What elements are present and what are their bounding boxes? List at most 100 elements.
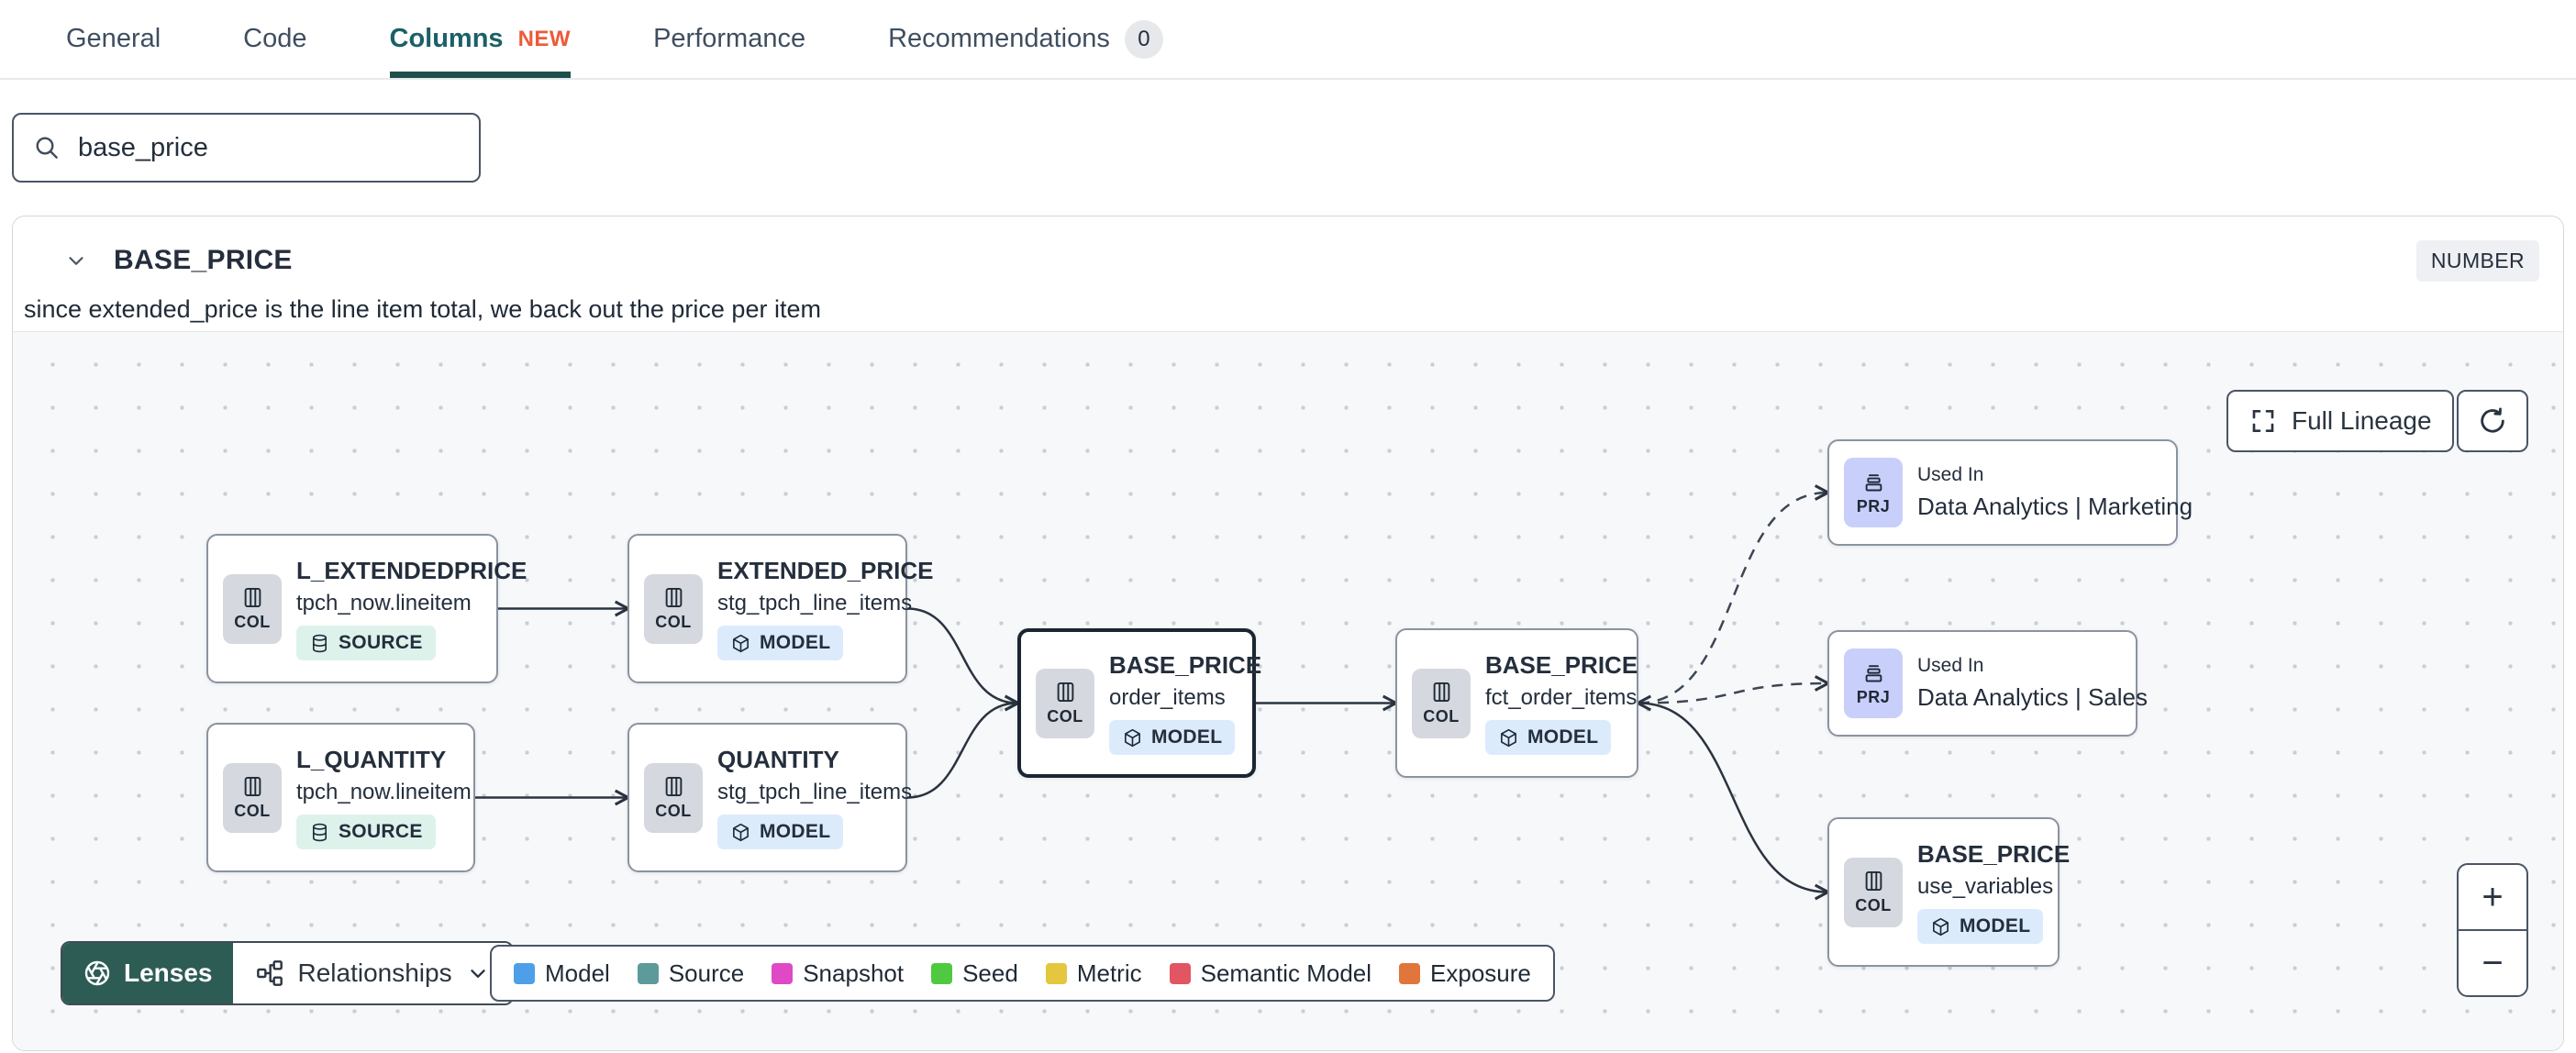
node-badge-model: MODEL	[717, 626, 844, 660]
node-subtitle: stg_tpch_line_items	[717, 780, 913, 804]
column-name: BASE_PRICE	[114, 245, 293, 275]
node-title: L_QUANTITY	[296, 746, 447, 773]
icon-tile-label: COL	[234, 802, 271, 820]
column-detail-panel: BASE_PRICE NUMBER since extended_price i…	[12, 216, 2564, 1051]
legend-label: Metric	[1076, 959, 1142, 987]
icon-tile-label: COL	[1423, 707, 1460, 726]
node-badge-model: MODEL	[1917, 909, 2044, 944]
lenses-button[interactable]: Lenses	[62, 943, 233, 1003]
node-title: Data Analytics | Marketing	[1917, 493, 2193, 520]
column-description: since extended_price is the line item to…	[24, 295, 821, 323]
legend-label: Snapshot	[803, 959, 905, 987]
node-title: L_EXTENDEDPRICE	[296, 557, 527, 584]
expand-icon	[2252, 410, 2274, 432]
legend-label: Source	[668, 959, 745, 987]
tab-performance[interactable]: Performance	[653, 0, 805, 78]
legend-label: Semantic Model	[1200, 959, 1372, 987]
refresh-icon	[2481, 407, 2504, 433]
model-cube-icon	[1933, 917, 1949, 936]
project-icon	[1865, 664, 1882, 682]
node-badge-label: MODEL	[760, 632, 831, 653]
node-subtitle: tpch_now.lineitem	[296, 591, 472, 615]
tab-general[interactable]: General	[66, 0, 161, 78]
node-subtitle: fct_order_items	[1485, 685, 1638, 710]
columns-icon	[244, 776, 261, 797]
relationships-label: Relationships	[297, 959, 452, 987]
node-title: BASE_PRICE	[1485, 651, 1638, 679]
new-badge: NEW	[517, 26, 572, 51]
tab-bar: General Code Columns NEW Performance Recommen…	[0, 0, 2576, 80]
node-badge-source: SOURCE	[296, 626, 436, 660]
node-title: EXTENDED_PRICE	[717, 557, 934, 584]
legend-swatch	[514, 962, 535, 984]
tab-code[interactable]: Code	[243, 0, 306, 78]
search-input[interactable]	[76, 131, 461, 164]
legend-label: Exposure	[1430, 959, 1531, 987]
lineage-edges	[475, 332, 2564, 1051]
tab-columns[interactable]: Columns NEW	[389, 0, 572, 78]
column-icon-tile: COL	[223, 762, 282, 833]
model-cube-icon	[1501, 728, 1516, 747]
node-badge-label: MODEL	[760, 821, 831, 842]
model-cube-icon	[733, 823, 749, 841]
search-row	[0, 80, 2576, 183]
count-badge: 0	[1124, 19, 1163, 59]
tab-label: Columns	[389, 24, 504, 53]
zoom-controls: + −	[2457, 863, 2528, 997]
chevron-down-icon	[470, 970, 485, 978]
node-body: Used In Data Analytics | Marketing	[1917, 464, 2193, 521]
search-icon	[36, 137, 58, 159]
zoom-divider	[2459, 929, 2526, 931]
tab-label: Performance	[653, 24, 806, 53]
tab-label: Code	[243, 24, 307, 53]
node-title: BASE_PRICE	[1917, 840, 2071, 868]
full-lineage-label: Full Lineage	[2292, 406, 2432, 435]
icon-tile-label: COL	[1047, 707, 1083, 726]
legend-label: Seed	[962, 959, 1018, 987]
legend-item: Exposure	[1399, 959, 1531, 988]
zoom-out-button[interactable]: −	[2459, 931, 2526, 995]
icon-tile-label: PRJ	[1856, 496, 1891, 515]
legend-swatch	[772, 962, 794, 984]
project-icon-tile: PRJ	[1844, 648, 1903, 718]
relationships-dropdown[interactable]: Relationships	[232, 943, 512, 1003]
node-badge-model: MODEL	[1109, 720, 1236, 755]
database-icon	[312, 823, 328, 841]
legend-swatch	[637, 962, 659, 984]
collapse-chevron-icon[interactable]	[64, 249, 88, 272]
database-icon	[312, 634, 328, 652]
refresh-button[interactable]	[2457, 390, 2528, 452]
lineage-node-used_in_marketing[interactable]: PRJ Used In Data Analytics | Marketing	[1827, 439, 2193, 546]
columns-icon	[1865, 870, 1882, 892]
zoom-in-button[interactable]: +	[2459, 865, 2526, 929]
lineage-edge-base_price_fct_order_items-to-used_in_sales	[1638, 683, 1827, 704]
aperture-icon	[84, 960, 110, 986]
icon-tile-label: COL	[234, 613, 271, 631]
relationships-icon	[256, 960, 283, 986]
columns-icon	[244, 587, 261, 608]
full-lineage-button[interactable]: Full Lineage	[2226, 390, 2454, 452]
node-badge-label: SOURCE	[339, 821, 423, 842]
legend-swatch	[931, 962, 953, 984]
lineage-edge-base_price_fct_order_items-to-used_in_marketing	[1638, 493, 1827, 704]
node-title: QUANTITY	[717, 746, 839, 773]
panel-header: BASE_PRICE NUMBER	[13, 216, 2563, 283]
node-eyebrow: Used In	[1917, 464, 1984, 485]
project-icon	[1865, 473, 1882, 491]
